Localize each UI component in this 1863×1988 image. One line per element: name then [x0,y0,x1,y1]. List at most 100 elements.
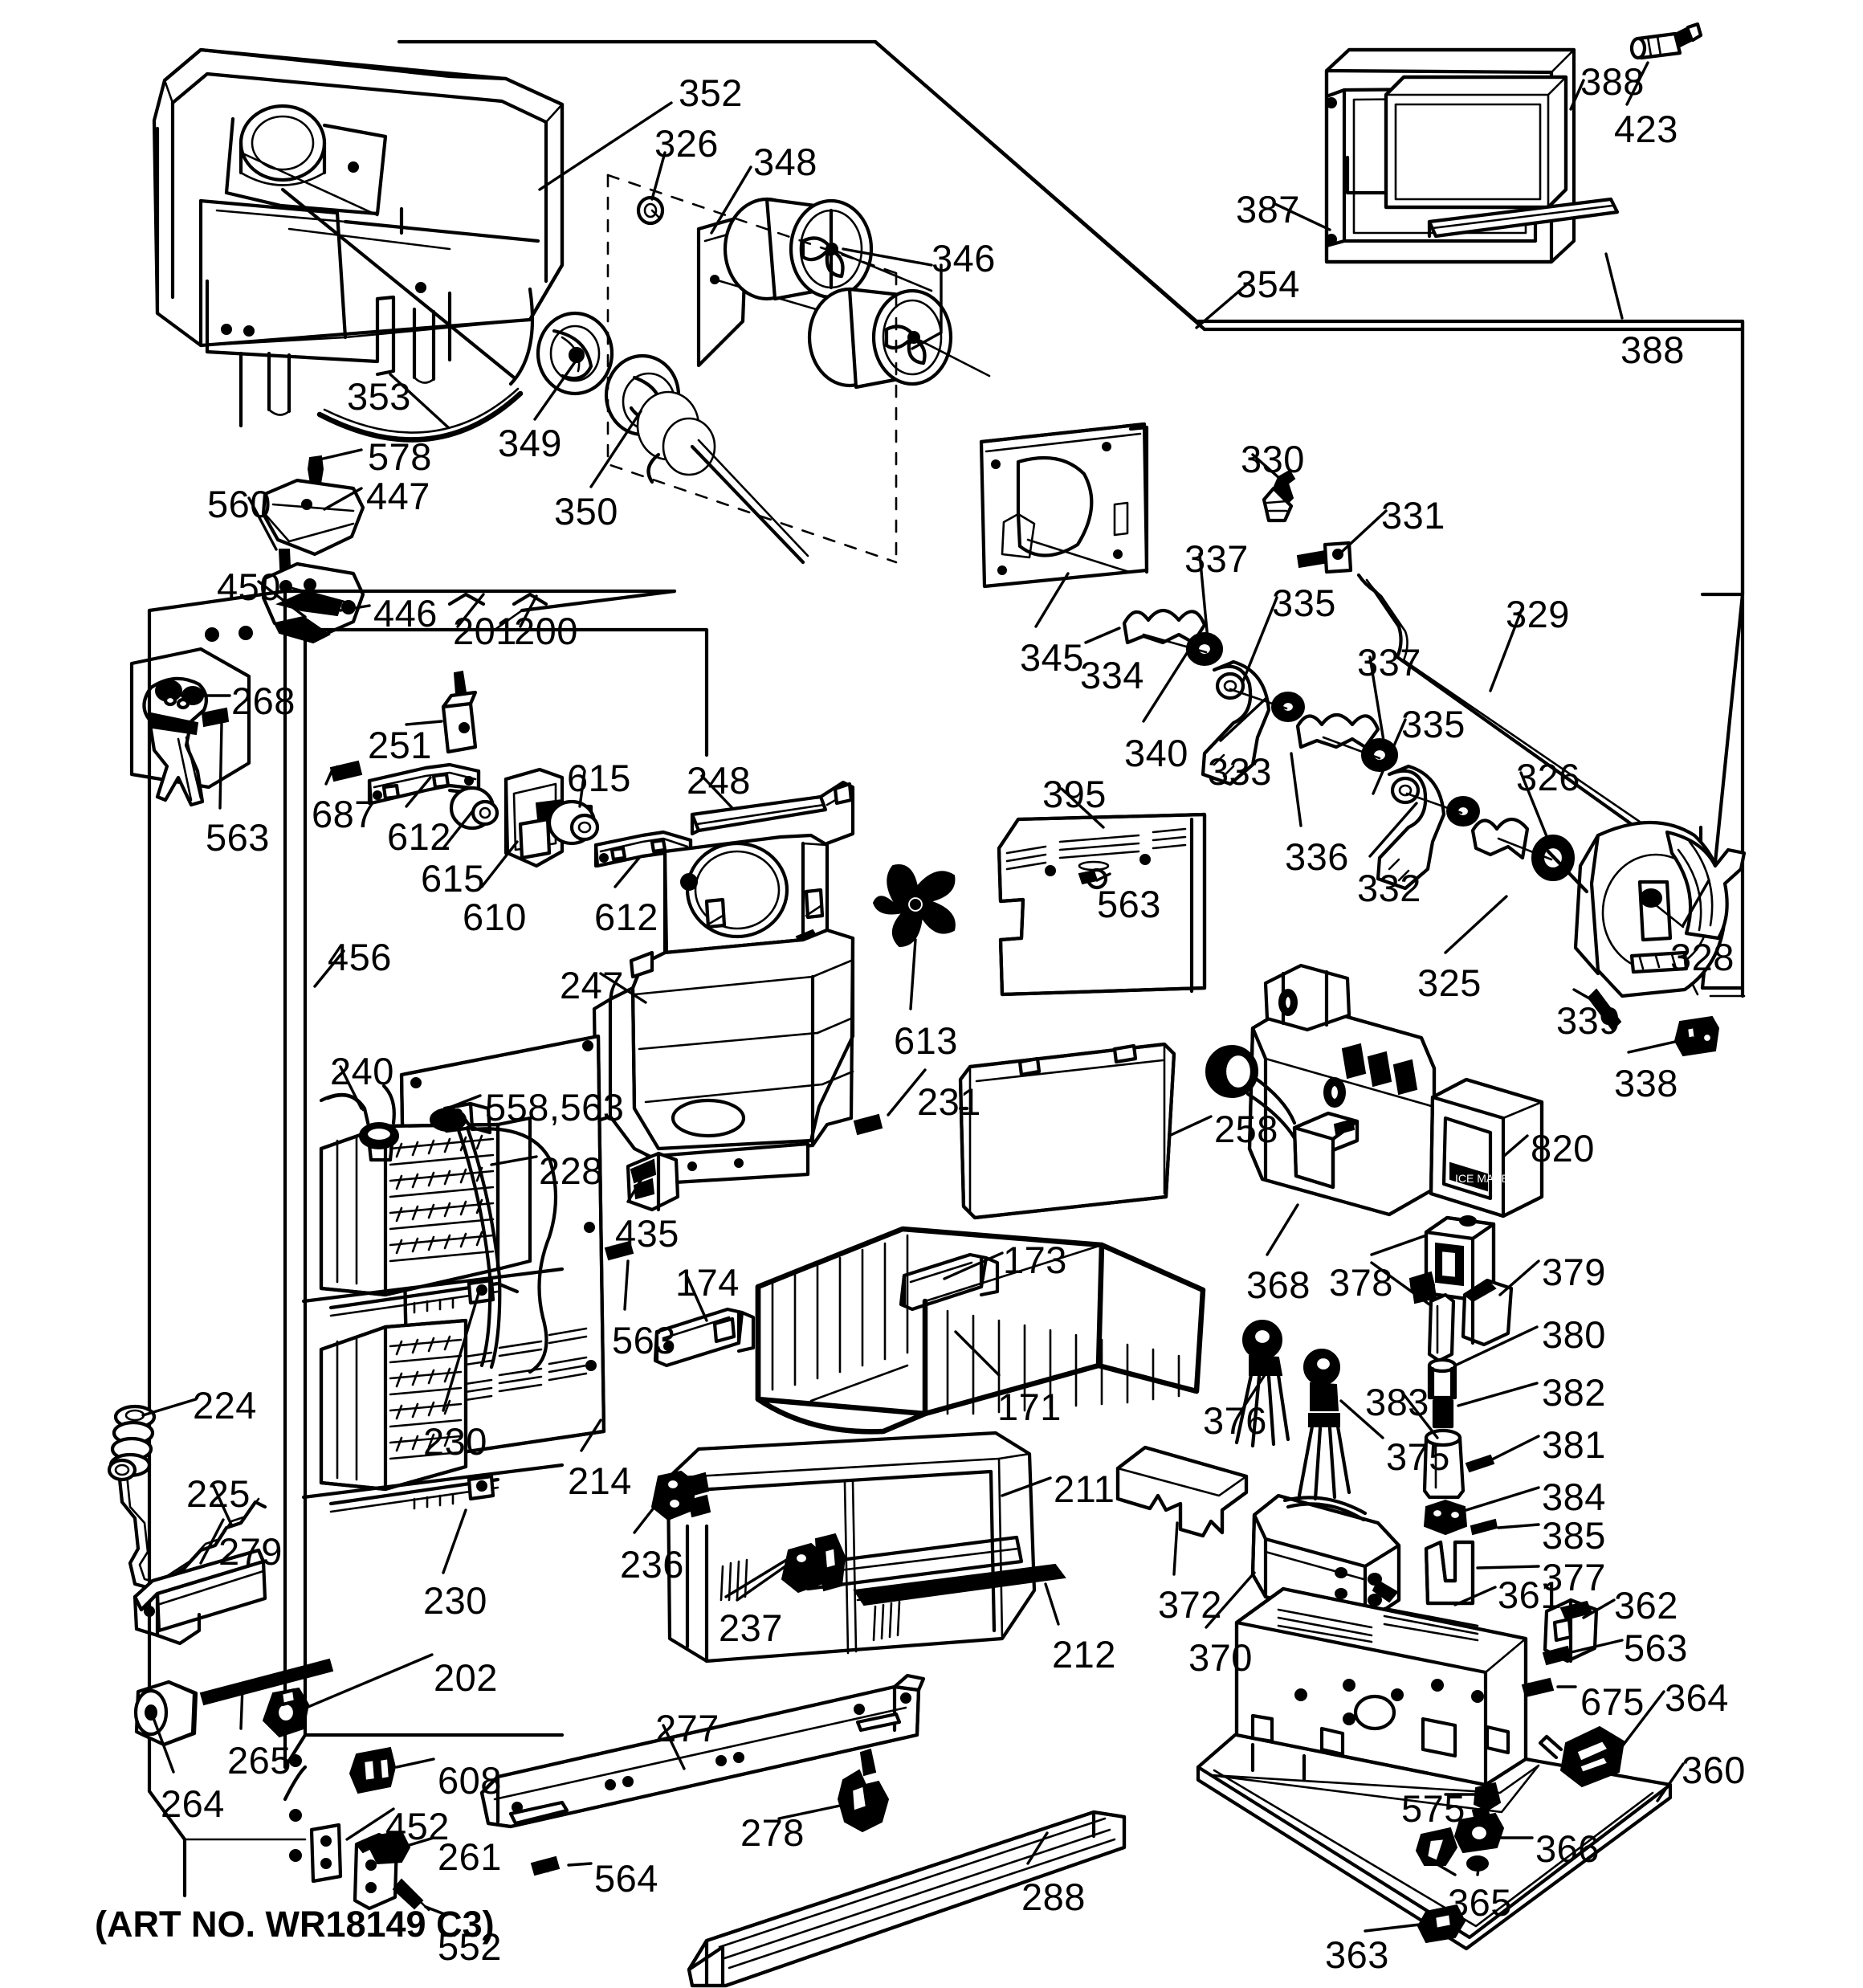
part-364-lamp [1538,1725,1625,1788]
part-349-auger [536,311,614,396]
callout-337: 337 [1357,641,1421,684]
part-361-cover [1234,1586,1528,1787]
callout-325: 325 [1417,961,1482,1004]
part-237-clip [781,1533,846,1594]
callout-336: 336 [1285,835,1349,878]
callout-362: 362 [1614,1584,1678,1627]
callout-372: 372 [1158,1583,1222,1626]
callout-450: 450 [217,565,281,608]
callout-612: 612 [594,896,658,938]
callout-173: 173 [1003,1239,1067,1281]
callout-610: 610 [463,896,527,938]
callout-384: 384 [1542,1476,1606,1518]
callout-423: 423 [1614,108,1678,150]
callout-452: 452 [385,1805,450,1847]
part-331-stud [1296,541,1353,574]
part-365-leveler [1415,1827,1489,1872]
callout-366: 366 [1535,1827,1600,1870]
callout-350: 350 [554,490,618,533]
callout-377: 377 [1542,1556,1606,1598]
callout-563: 563 [612,1319,676,1361]
callout-201: 201 [453,610,517,652]
callout-575: 575 [1401,1787,1466,1830]
construction-lines [606,173,898,564]
callout-346: 346 [932,237,996,280]
callout-248: 248 [687,759,751,802]
callout-435: 435 [615,1212,679,1255]
part-383-solenoid [1422,1428,1466,1500]
part-265-pin [199,1658,334,1706]
part-613-fan-blade [872,864,956,948]
part-379-clip [1461,1278,1514,1347]
callout-675: 675 [1580,1680,1645,1723]
part-171-wire-basket [755,1226,1206,1435]
part-395-duct-cover [997,812,1207,997]
callout-261: 261 [438,1835,502,1878]
ice-maker-text: ICE MAKER [1455,1172,1517,1185]
callout-363: 363 [1325,1933,1389,1976]
part-375-wire [1297,1349,1351,1501]
part-228-evaporator-lower [319,1318,500,1513]
part-346-fan-upper [723,197,933,301]
callout-174: 174 [675,1261,740,1304]
part-236-clip [650,1470,711,1521]
callout-264: 264 [161,1782,225,1825]
part-363-foot [1417,1904,1466,1944]
part-608-clip [349,1746,397,1794]
part-278-latch [837,1748,890,1833]
part-423-bulb [1629,22,1703,60]
callout-613: 613 [894,1019,958,1062]
callout-333: 333 [1208,750,1272,793]
callout-224: 224 [193,1384,257,1427]
part-228-evaporator-upper [319,1101,532,1317]
callout-214: 214 [568,1459,632,1502]
part-251-bushing [441,670,478,754]
callout-360: 360 [1682,1749,1746,1791]
callout-348: 348 [753,141,817,183]
callout-615: 615 [421,857,485,900]
part-385-pin [1470,1518,1498,1536]
part-378-coil [1408,1215,1496,1304]
part-368-bracket [1292,1111,1360,1190]
callout-340: 340 [1124,732,1188,774]
part-820-ice-maker: ICE MAKER [1205,963,1544,1219]
callout-278: 278 [740,1811,805,1854]
callout-388: 388 [1620,329,1685,371]
callout-379: 379 [1542,1251,1606,1293]
callout-330: 330 [1241,438,1305,480]
part-615-grommet-right [547,799,600,846]
callout-225: 225 [186,1472,251,1515]
callout-612: 612 [387,815,451,858]
callout-446: 446 [373,592,438,635]
callout-335: 335 [1272,582,1336,624]
callout-251: 251 [368,724,432,766]
part-258-cover [958,1042,1176,1220]
callout-383: 383 [1365,1381,1429,1423]
part-330-clip [1262,469,1296,523]
part-268-harness [129,647,251,807]
callout-240: 240 [330,1050,394,1092]
part-277-rail [479,1673,926,1829]
callout-268: 268 [231,680,296,722]
callout-328: 328 [1670,936,1735,978]
callout-615: 615 [567,757,631,799]
callout-375: 375 [1386,1435,1450,1478]
callout-277: 277 [655,1707,720,1749]
callout-552: 552 [438,1925,502,1968]
part-353-spring [316,390,524,443]
callout-388: 388 [1580,60,1645,103]
leader-lines [141,61,1710,1933]
part-261-hinge [353,1830,411,1911]
callout-288: 288 [1021,1876,1086,1918]
part-380-cartridge [1427,1292,1456,1363]
callout-563: 563 [206,816,270,859]
part-174-rail [653,1307,756,1368]
callout-376: 376 [1203,1399,1267,1442]
callout-236: 236 [620,1543,684,1586]
callout-387: 387 [1236,188,1300,231]
part-377-bracket [1424,1540,1475,1606]
callout-364: 364 [1665,1676,1729,1719]
callout-564: 564 [594,1857,658,1900]
